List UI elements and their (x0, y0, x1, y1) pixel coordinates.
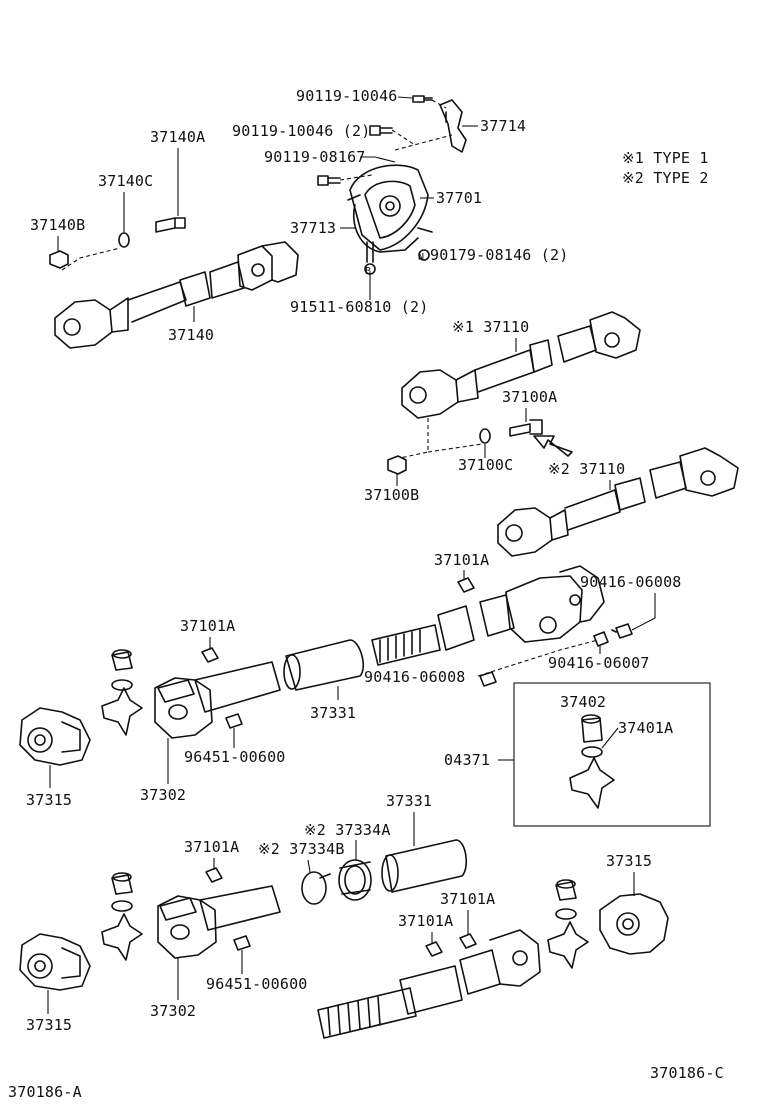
clip-37101A-left-upper[interactable] (201, 647, 219, 663)
label-90416-06008-a: 90416-06008 (580, 573, 682, 591)
label-37331-upper: 37331 (310, 704, 356, 722)
clip-37101A-upper[interactable] (457, 577, 475, 593)
label-37101A-lower-a: 37101A (398, 912, 453, 930)
universal-joint-cup-upper-left[interactable] (111, 649, 133, 671)
spider-cross-lower-right[interactable] (547, 921, 589, 969)
label-37302-lower: 37302 (150, 1002, 196, 1020)
label-37100A: 37100A (502, 388, 557, 406)
companion-flange-37315-lower-left[interactable] (19, 933, 91, 991)
propeller-shaft-37110-type2[interactable] (497, 447, 739, 557)
legend-type-2: ※2 TYPE 2 (622, 169, 709, 187)
label-37110-type1: ※1 37110 (452, 318, 529, 336)
label-04371: 04371 (444, 751, 490, 769)
label-37334B: ※2 37334B (258, 840, 345, 858)
washer-37140C[interactable] (118, 232, 130, 248)
propeller-shaft-37110-type1[interactable] (401, 311, 641, 419)
label-37101A-upper: 37101A (434, 551, 489, 569)
label-37101A-left-lower: 37101A (184, 838, 239, 856)
center-support-bracket-37714[interactable] (439, 99, 467, 153)
snap-ring-lower-right[interactable] (555, 908, 577, 920)
label-90416-06008-b: 90416-06008 (364, 668, 466, 686)
label-90179-08146: 90179-08146 (2) (430, 246, 568, 264)
spider-cross-upper-left[interactable] (101, 687, 143, 736)
label-37713: 37713 (290, 219, 336, 237)
label-37110-type2: ※2 37110 (548, 460, 625, 478)
snap-ring-37401A[interactable] (581, 746, 603, 758)
label-37701: 37701 (436, 189, 482, 207)
label-37140C: 37140C (98, 172, 153, 190)
nut-90179-08146[interactable]: N (418, 249, 430, 263)
bolt-37100A[interactable] (509, 419, 543, 437)
nut-37100B[interactable] (387, 455, 407, 475)
universal-joint-kit-04371-box (513, 682, 711, 827)
boot-clamp-37334A[interactable] (338, 859, 372, 901)
snap-ring-upper-left[interactable] (111, 679, 133, 691)
clip-37101A-lower-a[interactable] (425, 941, 443, 957)
grease-fitting-90416-06007[interactable] (593, 631, 609, 647)
grease-fitting-96451-00600-lower[interactable] (233, 935, 251, 951)
label-90119-10046-2: 90119-10046 (2) (232, 122, 370, 140)
label-37302-upper: 37302 (140, 786, 186, 804)
label-90119-10046: 90119-10046 (296, 87, 398, 105)
label-37401A: 37401A (618, 719, 673, 737)
label-37714: 37714 (480, 117, 526, 135)
grease-fitting-90416-06008-a[interactable] (611, 623, 633, 639)
label-90416-06007: 90416-06007 (548, 654, 650, 672)
direction-arrow-front (533, 435, 573, 457)
bolt-90119-10046-top[interactable] (412, 95, 433, 103)
figure-code-right: 370186-C (650, 1064, 724, 1082)
label-91511-60810: 91511-60810 (2) (290, 298, 428, 316)
snap-ring-lower-left[interactable] (111, 900, 133, 912)
boot-37331-upper[interactable] (283, 639, 365, 691)
front-propeller-shaft-37140[interactable] (54, 241, 299, 349)
clip-37101A-lower-b[interactable] (459, 933, 477, 949)
label-37100B: 37100B (364, 486, 419, 504)
legend-type-1: ※1 TYPE 1 (622, 149, 709, 167)
label-37140: 37140 (168, 326, 214, 344)
universal-joint-cup-lower-left[interactable] (111, 872, 133, 895)
label-37315-upper: 37315 (26, 791, 72, 809)
label-37140B: 37140B (30, 216, 85, 234)
bearing-cup-37402[interactable] (581, 714, 603, 743)
label-37101A-lower-b: 37101A (440, 890, 495, 908)
slip-yoke-37302-upper[interactable] (154, 661, 281, 739)
grease-fitting-90416-06008-b[interactable] (479, 671, 497, 687)
spider-cross-kit[interactable] (569, 757, 615, 809)
boot-37331-lower[interactable] (381, 839, 468, 893)
universal-joint-cup-lower-right[interactable] (555, 879, 577, 901)
washer-37100C[interactable] (479, 428, 491, 444)
bolt-90119-10046-pair[interactable] (369, 125, 393, 136)
label-96451-00600-lower: 96451-00600 (206, 975, 308, 993)
label-90119-08167: 90119-08167 (264, 148, 366, 166)
label-37315-lower-right: 37315 (606, 852, 652, 870)
boot-clamp-37334B[interactable] (301, 871, 331, 905)
bolt-37140A[interactable] (155, 217, 186, 233)
b-marker: B (365, 266, 371, 277)
companion-flange-37315-lower-right[interactable] (599, 893, 669, 955)
grease-fitting-96451-00600-upper[interactable] (225, 713, 243, 729)
center-bearing-37701[interactable] (349, 164, 429, 251)
label-96451-00600-upper: 96451-00600 (184, 748, 286, 766)
spline-shaft-yoke-assembly[interactable] (371, 565, 605, 666)
n-marker: N (418, 252, 424, 263)
bolt-90119-08167[interactable] (317, 175, 341, 186)
slip-yoke-37302-lower[interactable] (157, 885, 281, 959)
companion-flange-37315-upper[interactable] (19, 707, 91, 766)
center-bearing-bracket-37713[interactable] (347, 194, 433, 253)
nut-37140B[interactable] (49, 250, 69, 269)
figure-code-left: 370186-A (8, 1083, 82, 1101)
rear-shaft-lower-assembly[interactable] (317, 929, 541, 1039)
label-37140A: 37140A (150, 128, 205, 146)
label-37334A: ※2 37334A (304, 821, 391, 839)
clip-37101A-left-lower[interactable] (205, 867, 223, 883)
label-37331-lower: 37331 (386, 792, 432, 810)
label-37315-lower-left: 37315 (26, 1016, 72, 1034)
label-37101A-left-upper: 37101A (180, 617, 235, 635)
label-37100C: 37100C (458, 456, 513, 474)
label-37402: 37402 (560, 693, 606, 711)
spider-cross-lower-left[interactable] (101, 913, 143, 961)
